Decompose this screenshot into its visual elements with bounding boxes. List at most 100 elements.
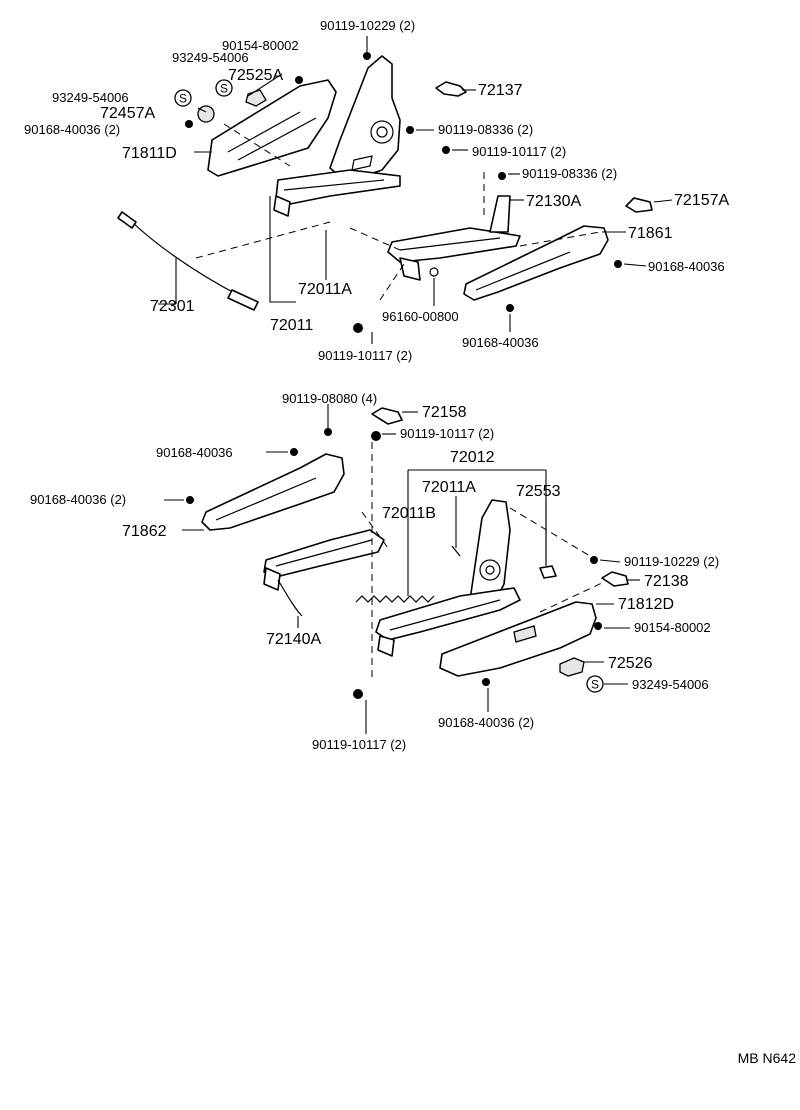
assembly-line bbox=[509, 507, 591, 557]
part-label: 72011B bbox=[382, 505, 436, 522]
part-shape bbox=[479, 559, 501, 581]
leader-line bbox=[158, 258, 177, 305]
part-shape bbox=[355, 595, 435, 603]
lower-assembly bbox=[164, 404, 640, 734]
part-shape bbox=[625, 197, 653, 213]
part-label: 90154-80002 bbox=[222, 38, 299, 53]
part-shape bbox=[376, 126, 388, 138]
s-symbol-circle bbox=[174, 89, 192, 107]
s-symbol-circle bbox=[215, 79, 233, 97]
part-shape bbox=[387, 227, 521, 263]
part-shape bbox=[601, 571, 629, 587]
part-shape bbox=[201, 453, 345, 531]
part-label: 72301 bbox=[150, 298, 195, 315]
s-symbol: S bbox=[591, 678, 599, 692]
part-label: 72130A bbox=[526, 193, 581, 210]
part-label: 72011A bbox=[422, 479, 476, 496]
part-shape bbox=[263, 567, 281, 591]
part-label: 71861 bbox=[628, 225, 673, 242]
part-label: 72553 bbox=[516, 483, 561, 500]
part-label: 72157A bbox=[674, 192, 729, 209]
bolt bbox=[590, 556, 598, 564]
part-shape bbox=[539, 565, 557, 579]
part-shape bbox=[245, 89, 267, 107]
part-shape bbox=[273, 195, 291, 217]
bolt bbox=[594, 622, 602, 630]
part-label: 72525A bbox=[228, 67, 283, 84]
part-label: 90119-10229 (2) bbox=[624, 554, 719, 569]
bolt bbox=[371, 431, 381, 441]
bolt bbox=[406, 126, 414, 134]
bolt bbox=[442, 146, 450, 154]
bolt bbox=[185, 120, 193, 128]
assembly-line bbox=[223, 123, 291, 167]
part-label: 90119-10117 (2) bbox=[400, 426, 494, 441]
part-label: 93249-54006 bbox=[52, 90, 129, 105]
bolt bbox=[506, 304, 514, 312]
part-shape bbox=[451, 545, 461, 557]
part-label: 72011 bbox=[270, 317, 313, 334]
part-shape bbox=[227, 289, 259, 311]
part-shape bbox=[389, 599, 501, 631]
bolt bbox=[614, 260, 622, 268]
bolt bbox=[498, 172, 506, 180]
part-shape bbox=[127, 217, 241, 297]
part-label: 72457A bbox=[100, 105, 155, 122]
lower-labels: 90119-08080 (4) 72158 90119-10117 (2) 90… bbox=[30, 391, 719, 752]
part-shape bbox=[215, 477, 317, 521]
part-label: 93249-54006 bbox=[632, 677, 709, 692]
part-label: 90119-08336 (2) bbox=[522, 166, 617, 181]
leader-line bbox=[623, 263, 647, 267]
assembly-line bbox=[379, 263, 405, 301]
upper-labels: 90119-10229 (2) 90154-80002 93249-54006 … bbox=[24, 18, 729, 363]
part-shape bbox=[329, 55, 401, 183]
part-label: 72011A bbox=[298, 281, 352, 298]
part-shape bbox=[513, 625, 537, 643]
part-shape bbox=[227, 111, 317, 161]
part-shape bbox=[275, 539, 373, 567]
part-shape bbox=[371, 407, 403, 425]
part-shape bbox=[351, 155, 373, 171]
part-shape bbox=[485, 565, 495, 575]
part-label: 90154-80002 bbox=[634, 620, 711, 635]
bolt bbox=[429, 267, 439, 277]
s-symbols: S S S bbox=[174, 79, 604, 693]
part-shape bbox=[197, 105, 215, 123]
part-label: 90119-08336 (2) bbox=[438, 122, 533, 137]
part-shape bbox=[435, 81, 467, 97]
leader-line bbox=[653, 199, 673, 203]
bolt bbox=[353, 323, 363, 333]
part-shape bbox=[277, 579, 303, 617]
bolt bbox=[290, 448, 298, 456]
part-shape bbox=[463, 225, 609, 301]
part-label: 90119-10117 (2) bbox=[472, 144, 566, 159]
assembly-line bbox=[361, 511, 389, 549]
part-label: 71812D bbox=[618, 596, 674, 613]
part-shape bbox=[283, 179, 385, 191]
assembly-line bbox=[195, 221, 331, 259]
leader-line bbox=[197, 107, 207, 113]
part-label: 90119-10117 (2) bbox=[312, 737, 406, 752]
part-label: 90119-10117 (2) bbox=[318, 348, 412, 363]
diagram-code: MB N642 bbox=[738, 1050, 797, 1066]
part-label: 93249-54006 bbox=[172, 50, 249, 65]
part-label: 90168-40036 bbox=[648, 259, 725, 274]
part-shape bbox=[399, 257, 421, 281]
part-shape bbox=[559, 657, 585, 677]
part-shape bbox=[475, 251, 571, 291]
part-label: 72137 bbox=[478, 82, 523, 99]
part-label: 90168-40036 (2) bbox=[30, 492, 126, 507]
part-label: 90168-40036 bbox=[156, 445, 233, 460]
leader-line bbox=[599, 559, 621, 563]
part-shape bbox=[117, 211, 137, 229]
part-label: 72158 bbox=[422, 404, 467, 421]
part-shape bbox=[377, 635, 395, 657]
part-label: 90168-40036 bbox=[462, 335, 539, 350]
s-symbol: S bbox=[179, 92, 187, 106]
part-shape bbox=[399, 237, 501, 251]
bolt bbox=[353, 689, 363, 699]
bolt bbox=[363, 52, 371, 60]
part-label: 90119-08080 (4) bbox=[282, 391, 377, 406]
part-label: 71811D bbox=[122, 145, 177, 162]
leader-line bbox=[269, 196, 296, 303]
